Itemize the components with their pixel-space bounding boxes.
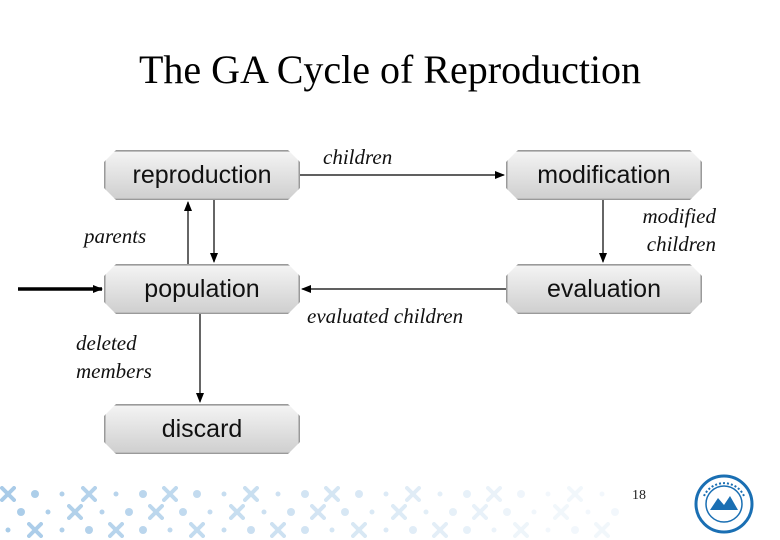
deleted-members-label-line2: members bbox=[76, 359, 152, 383]
slide-title: The GA Cycle of Reproduction bbox=[138, 47, 642, 92]
evaluated-children-label: evaluated children bbox=[307, 304, 464, 328]
population-node: population bbox=[104, 264, 300, 314]
deleted-members-label-line1: deleted bbox=[76, 331, 137, 355]
parents-label: parents bbox=[84, 224, 147, 248]
children-label: children bbox=[323, 145, 393, 169]
evaluation-node: evaluation bbox=[506, 264, 702, 314]
discard-node: discard bbox=[104, 404, 300, 454]
page-number: 18 bbox=[632, 488, 646, 503]
modification-node: modification bbox=[506, 150, 702, 200]
reproduction-node: reproduction bbox=[104, 150, 300, 200]
modified-children-label-line2: children bbox=[646, 232, 716, 256]
modified-children-label-line1: modified bbox=[642, 204, 717, 228]
university-seal-icon bbox=[694, 474, 754, 534]
